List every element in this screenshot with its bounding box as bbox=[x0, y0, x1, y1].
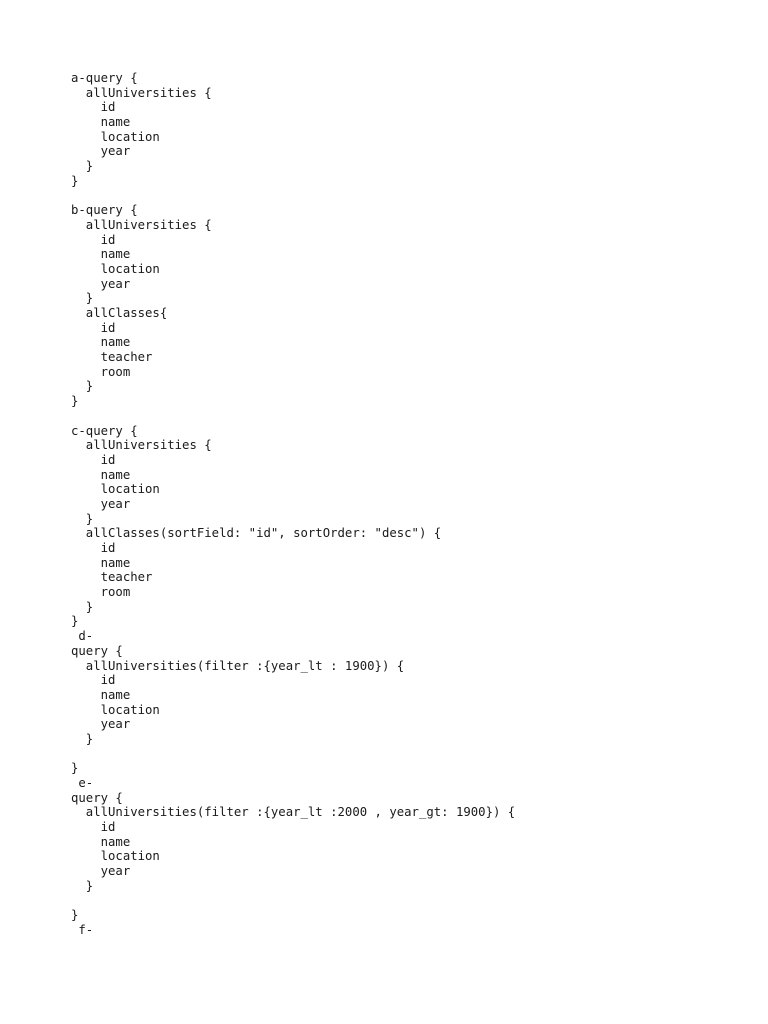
code-line: c-query { bbox=[71, 423, 138, 438]
code-line: query { bbox=[71, 643, 123, 658]
code-line: allUniversities(filter :{year_lt :2000 ,… bbox=[71, 805, 516, 820]
code-line bbox=[71, 894, 515, 909]
code-line: teacher bbox=[71, 570, 153, 585]
code-line: allUniversities { bbox=[71, 438, 212, 453]
code-line: year bbox=[71, 144, 131, 159]
code-line: room bbox=[71, 585, 131, 600]
code-line: year bbox=[71, 717, 131, 732]
code-line: } bbox=[71, 761, 79, 776]
code-line: } bbox=[71, 291, 94, 306]
code-line: teacher bbox=[71, 350, 153, 365]
code-line: } bbox=[71, 731, 94, 746]
code-line: id bbox=[71, 541, 116, 555]
code-line: location bbox=[71, 261, 160, 276]
code-line: year bbox=[71, 496, 131, 511]
code-line: allUniversities { bbox=[71, 217, 212, 232]
code-line: name bbox=[71, 687, 131, 702]
code-line: room bbox=[71, 364, 131, 379]
code-line: location bbox=[71, 849, 160, 864]
code-line: year bbox=[71, 276, 131, 291]
code-line: location bbox=[71, 702, 160, 717]
code-line: id bbox=[71, 820, 116, 835]
code-line: query { bbox=[71, 790, 123, 805]
code-line: id bbox=[71, 673, 116, 688]
code-line: f- bbox=[71, 922, 94, 937]
code-line: name bbox=[71, 115, 131, 130]
code-line: } bbox=[71, 511, 94, 526]
code-line: } bbox=[71, 394, 79, 409]
code-line: allClasses(sortField: "id", sortOrder: "… bbox=[71, 526, 442, 541]
code-line: allUniversities { bbox=[71, 85, 212, 100]
code-line: name bbox=[71, 247, 131, 262]
code-line: d- bbox=[71, 629, 94, 644]
code-line bbox=[71, 409, 515, 424]
code-line: allUniversities(filter :{year_lt : 1900}… bbox=[71, 658, 405, 673]
code-line: } bbox=[71, 159, 94, 174]
code-line: id bbox=[71, 232, 116, 247]
code-line: name bbox=[71, 555, 131, 570]
code-line: } bbox=[71, 379, 94, 394]
graphql-code-block: a-query { allUniversities { id name loca… bbox=[71, 71, 515, 938]
code-line: } bbox=[71, 908, 79, 923]
code-line bbox=[71, 747, 515, 762]
code-line: } bbox=[71, 173, 79, 188]
code-line: b-query { bbox=[71, 203, 138, 218]
code-line: allClasses{ bbox=[71, 306, 168, 320]
code-line: } bbox=[71, 599, 94, 614]
code-line: id bbox=[71, 452, 116, 467]
code-line: year bbox=[71, 864, 131, 879]
code-line: name bbox=[71, 834, 131, 849]
code-line: id bbox=[71, 100, 116, 115]
code-line: location bbox=[71, 129, 160, 144]
code-line: a-query { bbox=[71, 71, 138, 85]
code-line: e- bbox=[71, 776, 94, 790]
code-line: name bbox=[71, 467, 131, 482]
code-line: id bbox=[71, 320, 116, 335]
code-line: } bbox=[71, 878, 94, 893]
code-line: } bbox=[71, 614, 79, 629]
code-line bbox=[71, 189, 515, 204]
code-line: location bbox=[71, 482, 160, 497]
code-line: name bbox=[71, 335, 131, 350]
